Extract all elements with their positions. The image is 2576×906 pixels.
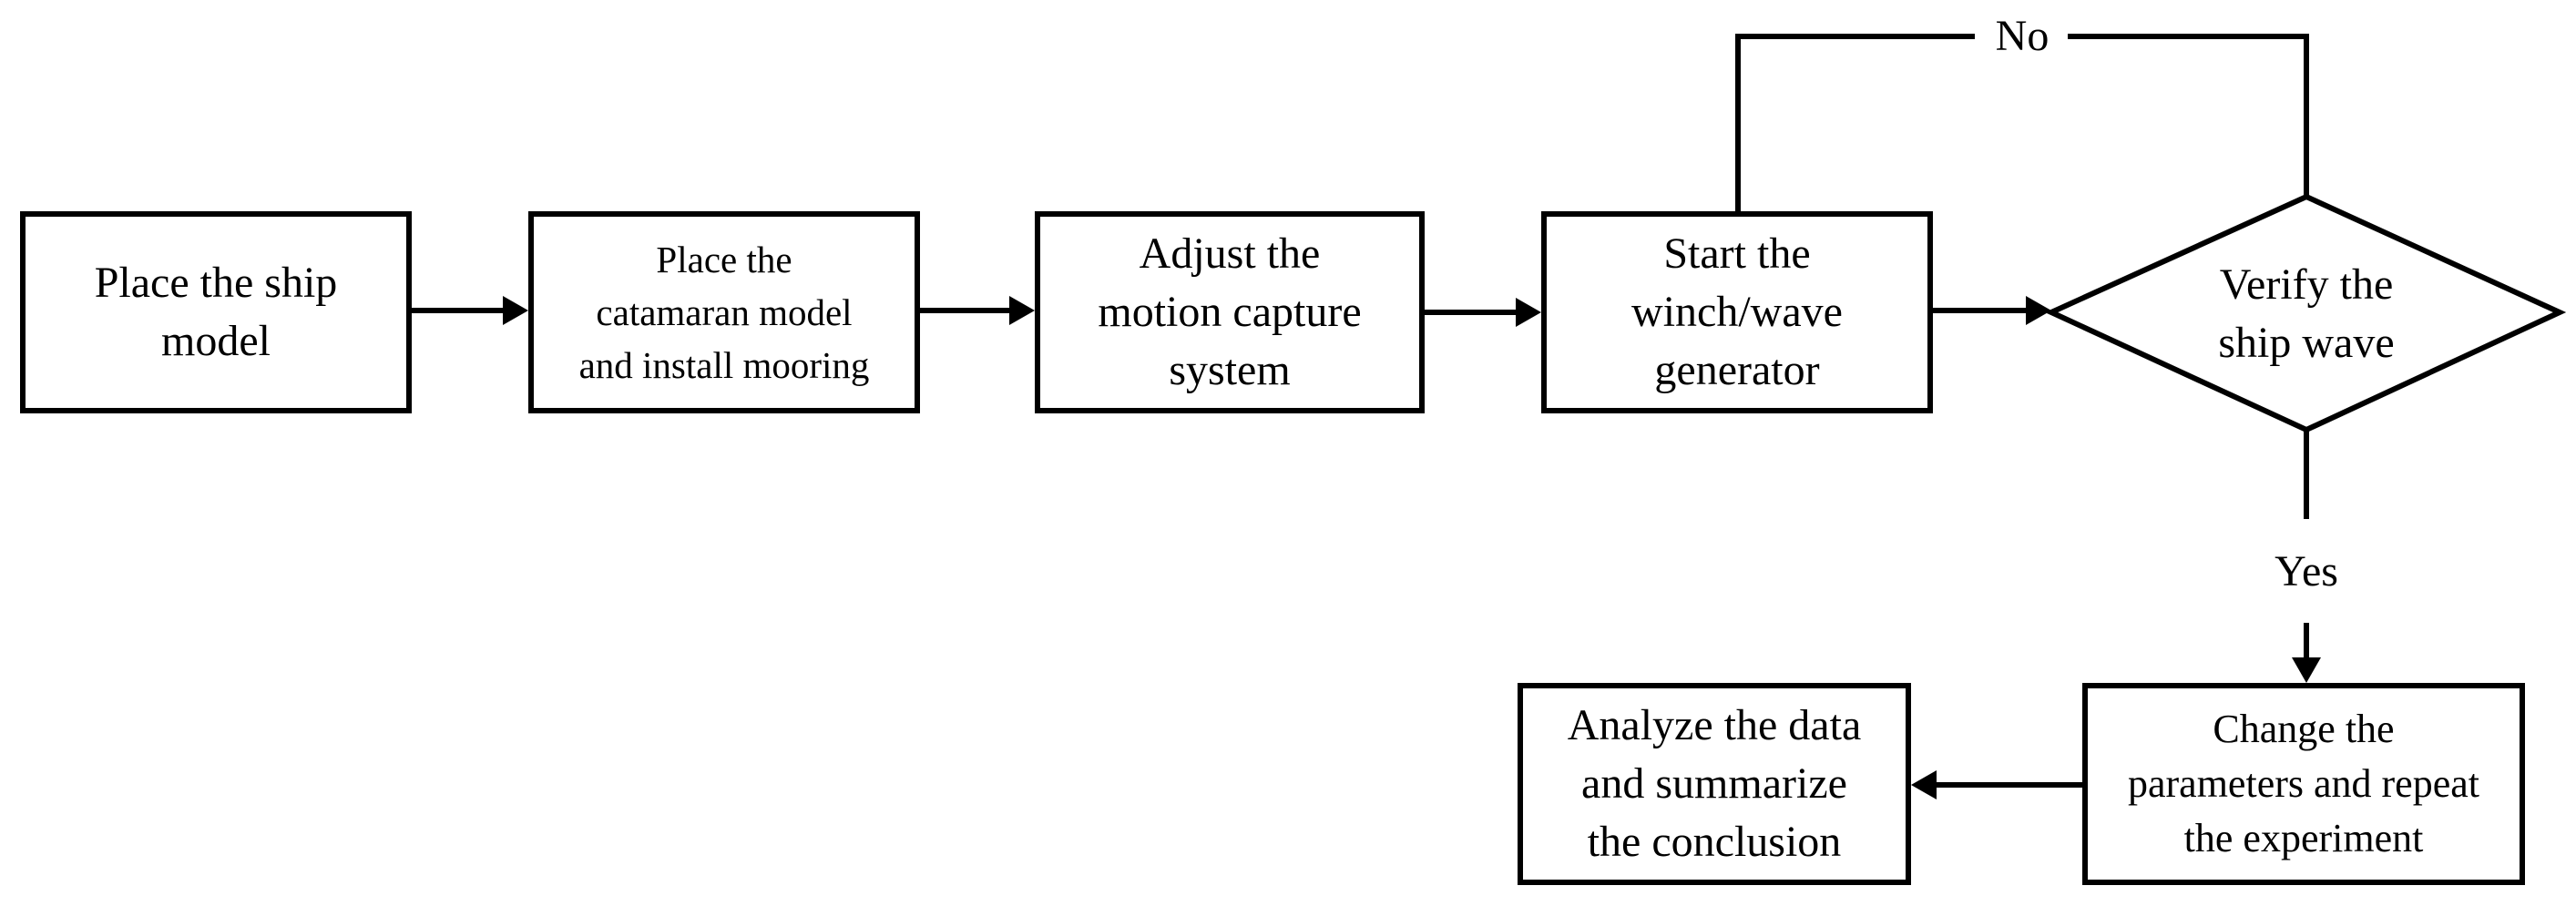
- node-text-line: ship wave: [2218, 319, 2395, 367]
- node-text-line: parameters and repeat: [2128, 761, 2479, 806]
- node-start-winch: Start the winch/wave generator: [1541, 211, 1933, 413]
- arrowhead-1: [503, 296, 528, 325]
- edge-label-no: No: [1977, 11, 2068, 62]
- node-text-line: the conclusion: [1587, 818, 1842, 866]
- arrowhead-6: [1911, 770, 1937, 799]
- arrowhead-4: [2026, 296, 2051, 325]
- node-text-line: Place the: [656, 239, 792, 280]
- node-text-line: Change the: [2213, 707, 2395, 751]
- node-place-catamaran: Place the catamaran model and install mo…: [528, 211, 920, 413]
- no-loop-connector-left: [1735, 34, 1975, 211]
- node-text-line: Analyze the data: [1567, 701, 1862, 749]
- node-adjust-motion-capture: Adjust the motion capture system: [1035, 211, 1425, 413]
- node-analyze-data: Analyze the data and summarize the concl…: [1518, 683, 1911, 885]
- node-text-line: Start the: [1663, 229, 1811, 278]
- node-verify-ship-wave: Verify the ship wave: [2060, 246, 2552, 382]
- node-text-line: the experiment: [2183, 816, 2424, 860]
- node-place-ship-model: Place the ship model: [20, 211, 412, 413]
- arrowhead-2: [1009, 296, 1035, 325]
- node-text-line: and install mooring: [578, 344, 870, 386]
- no-loop-connector: [2068, 34, 2309, 197]
- node-text-line: motion capture: [1098, 288, 1362, 336]
- node-change-parameters: Change the parameters and repeat the exp…: [2082, 683, 2525, 885]
- node-text-line: generator: [1654, 346, 1820, 394]
- arrowhead-3: [1516, 298, 1541, 327]
- node-text-line: Verify the: [2219, 260, 2394, 309]
- node-text-line: and summarize: [1581, 759, 1847, 808]
- edge-label-yes: Yes: [2252, 546, 2361, 597]
- node-text-line: Place the ship: [94, 259, 338, 307]
- node-text-line: system: [1169, 346, 1291, 394]
- arrowhead-yes: [2292, 657, 2321, 683]
- node-text-line: model: [161, 317, 271, 365]
- node-text-line: winch/wave: [1631, 288, 1843, 336]
- node-text-line: catamaran model: [596, 291, 853, 333]
- node-text-line: Adjust the: [1139, 229, 1321, 278]
